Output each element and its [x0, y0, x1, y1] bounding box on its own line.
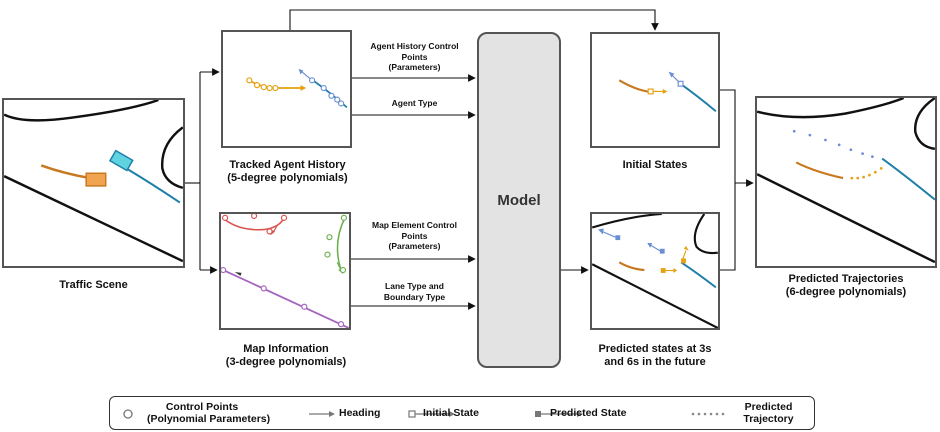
orange-vehicle: [85, 172, 107, 187]
traffic-scene-caption: Traffic Scene: [59, 279, 128, 291]
predicted-trajectories-title: Predicted Trajectories: [788, 273, 904, 285]
predicted-states-line-2: and 6s in the future: [604, 356, 706, 368]
predicted-states-drawing: [592, 214, 718, 328]
red-lane-curve: [224, 217, 285, 231]
orange-predicted-state-2: [681, 245, 689, 264]
agent-history-control-points-label: Agent History Control Points (Parameters…: [352, 41, 477, 73]
green-lane-curve: [336, 217, 346, 271]
legend-predicted-trajectory: Predicted Trajectory: [736, 401, 801, 425]
predicted-trajectories-caption: Predicted Trajectories (6-degree polynom…: [755, 273, 937, 299]
map-information-title: Map Information: [243, 343, 329, 355]
orange-history-curve: [618, 79, 651, 93]
tracked-agent-history-subtitle: (5-degree polynomials): [227, 172, 348, 184]
blue-predicted-state-2: [598, 228, 621, 241]
edge-label-line: Lane Type and: [385, 281, 444, 291]
model-block: Model: [477, 32, 561, 368]
purple-control-points: [221, 266, 345, 328]
blue-predicted-trajectory: [792, 129, 874, 158]
teal-agent-history: [125, 167, 181, 204]
traffic-scene-panel: [2, 98, 185, 268]
teal-history-curve: [680, 261, 717, 289]
edge-label-line: Map Element Control: [371, 220, 457, 230]
predicted-states-caption: Predicted states at 3s and 6s in the fut…: [575, 343, 735, 369]
orange-predicted-trajectory: [850, 166, 883, 180]
purple-lane-line: [222, 269, 349, 328]
teal-control-points: [309, 77, 345, 107]
orange-initial-state-marker: [647, 88, 654, 95]
edge-label-line: Points: [401, 51, 428, 62]
edge-label-line: Boundary Type: [383, 291, 446, 302]
heading-arrow-icon: [309, 411, 335, 417]
purple-heading-arrowhead: [234, 271, 242, 276]
map-information-caption: Map Information (3-degree polynomials): [200, 343, 372, 369]
road-boundary-diagonal: [592, 263, 718, 328]
orange-heading-arrowhead: [662, 89, 668, 94]
predicted-states-panel: [590, 212, 720, 330]
edge-label-line: Points: [401, 230, 428, 241]
blue-heading-arrowhead: [668, 71, 675, 78]
map-information-panel: [219, 212, 351, 330]
tracked-agent-history-caption: Tracked Agent History (5-degree polynomi…: [200, 159, 375, 185]
initial-states-caption: Initial States: [622, 159, 688, 171]
blue-initial-state-marker: [677, 80, 684, 87]
map-element-control-points-label: Map Element Control Points (Parameters): [352, 220, 477, 252]
legend-text-line: Trajectory: [743, 413, 794, 425]
orange-heading-arrow: [300, 85, 307, 91]
model-label: Model: [497, 192, 541, 209]
green-control-points: [324, 214, 348, 274]
traffic-scene-drawing: [4, 100, 183, 263]
predicted-trajectories-subtitle: (6-degree polynomials): [785, 286, 907, 298]
legend-text-line: (Polynomial Parameters): [147, 413, 271, 425]
edge-label-line: (Parameters): [388, 241, 441, 251]
predicted-states-line-1: Predicted states at 3s: [598, 343, 712, 355]
edge-label-line: (Parameters): [388, 62, 441, 72]
orange-predicted-state-1: [660, 268, 678, 273]
tracked-agent-history-panel: [221, 30, 352, 148]
legend-control-points: Control Points (Polynomial Parameters): [147, 401, 271, 425]
predicted-trajectories-drawing: [757, 98, 935, 264]
orange-history-curve: [618, 261, 645, 272]
initial-states-panel: [590, 32, 720, 148]
cyan-vehicle: [108, 149, 134, 172]
history-bypass-to-initial-states: [289, 9, 659, 31]
legend-initial-state: Initial State: [423, 407, 480, 419]
agent-type-label: Agent Type: [391, 98, 438, 108]
road-boundary-diagonal: [4, 175, 183, 263]
initial-state-icon: [408, 410, 455, 418]
road-boundary-top: [757, 98, 905, 119]
orange-history-curve: [795, 161, 844, 180]
legend-heading: Heading: [339, 407, 381, 419]
road-boundary-top: [592, 214, 662, 229]
road-boundary-diagonal: [757, 173, 935, 264]
initial-states-drawing: [618, 71, 717, 112]
road-boundary-right: [161, 126, 183, 190]
predicted-trajectories-panel: [755, 96, 937, 268]
initial-states-to-merge: [720, 89, 736, 183]
road-boundary-top: [4, 100, 159, 122]
map-information-drawing: [221, 214, 349, 328]
legend-text-line: Predicted: [744, 401, 793, 413]
road-boundary-right: [693, 214, 718, 255]
lane-boundary-type-label: Lane Type and Boundary Type: [352, 281, 477, 302]
orange-control-points: [246, 77, 279, 92]
teal-history-curve: [881, 157, 935, 201]
blue-heading-line: [671, 74, 680, 83]
edge-label-line: Agent History Control: [370, 41, 459, 51]
predicted-trajectory-icon: [691, 412, 725, 416]
blue-heading-arrowhead: [298, 68, 304, 75]
control-point-icon: [123, 409, 133, 419]
teal-history-curve: [680, 83, 717, 112]
tracked-agent-history-title: Tracked Agent History: [229, 159, 346, 171]
predicted-states-to-merge: [720, 183, 736, 271]
orange-agent-history: [40, 164, 91, 180]
road-boundary-right: [914, 98, 935, 151]
legend-text-line: Control Points: [165, 401, 239, 413]
predicted-state-icon: [535, 411, 583, 417]
red-control-points: [222, 214, 288, 235]
legend-predicted-state: Predicted State: [550, 407, 627, 419]
tracked-agent-history-drawing: [246, 68, 348, 109]
legend: Control Points (Polynomial Parameters) H…: [109, 396, 815, 430]
map-information-subtitle: (3-degree polynomials): [225, 356, 347, 368]
blue-predicted-state-1: [647, 242, 665, 254]
